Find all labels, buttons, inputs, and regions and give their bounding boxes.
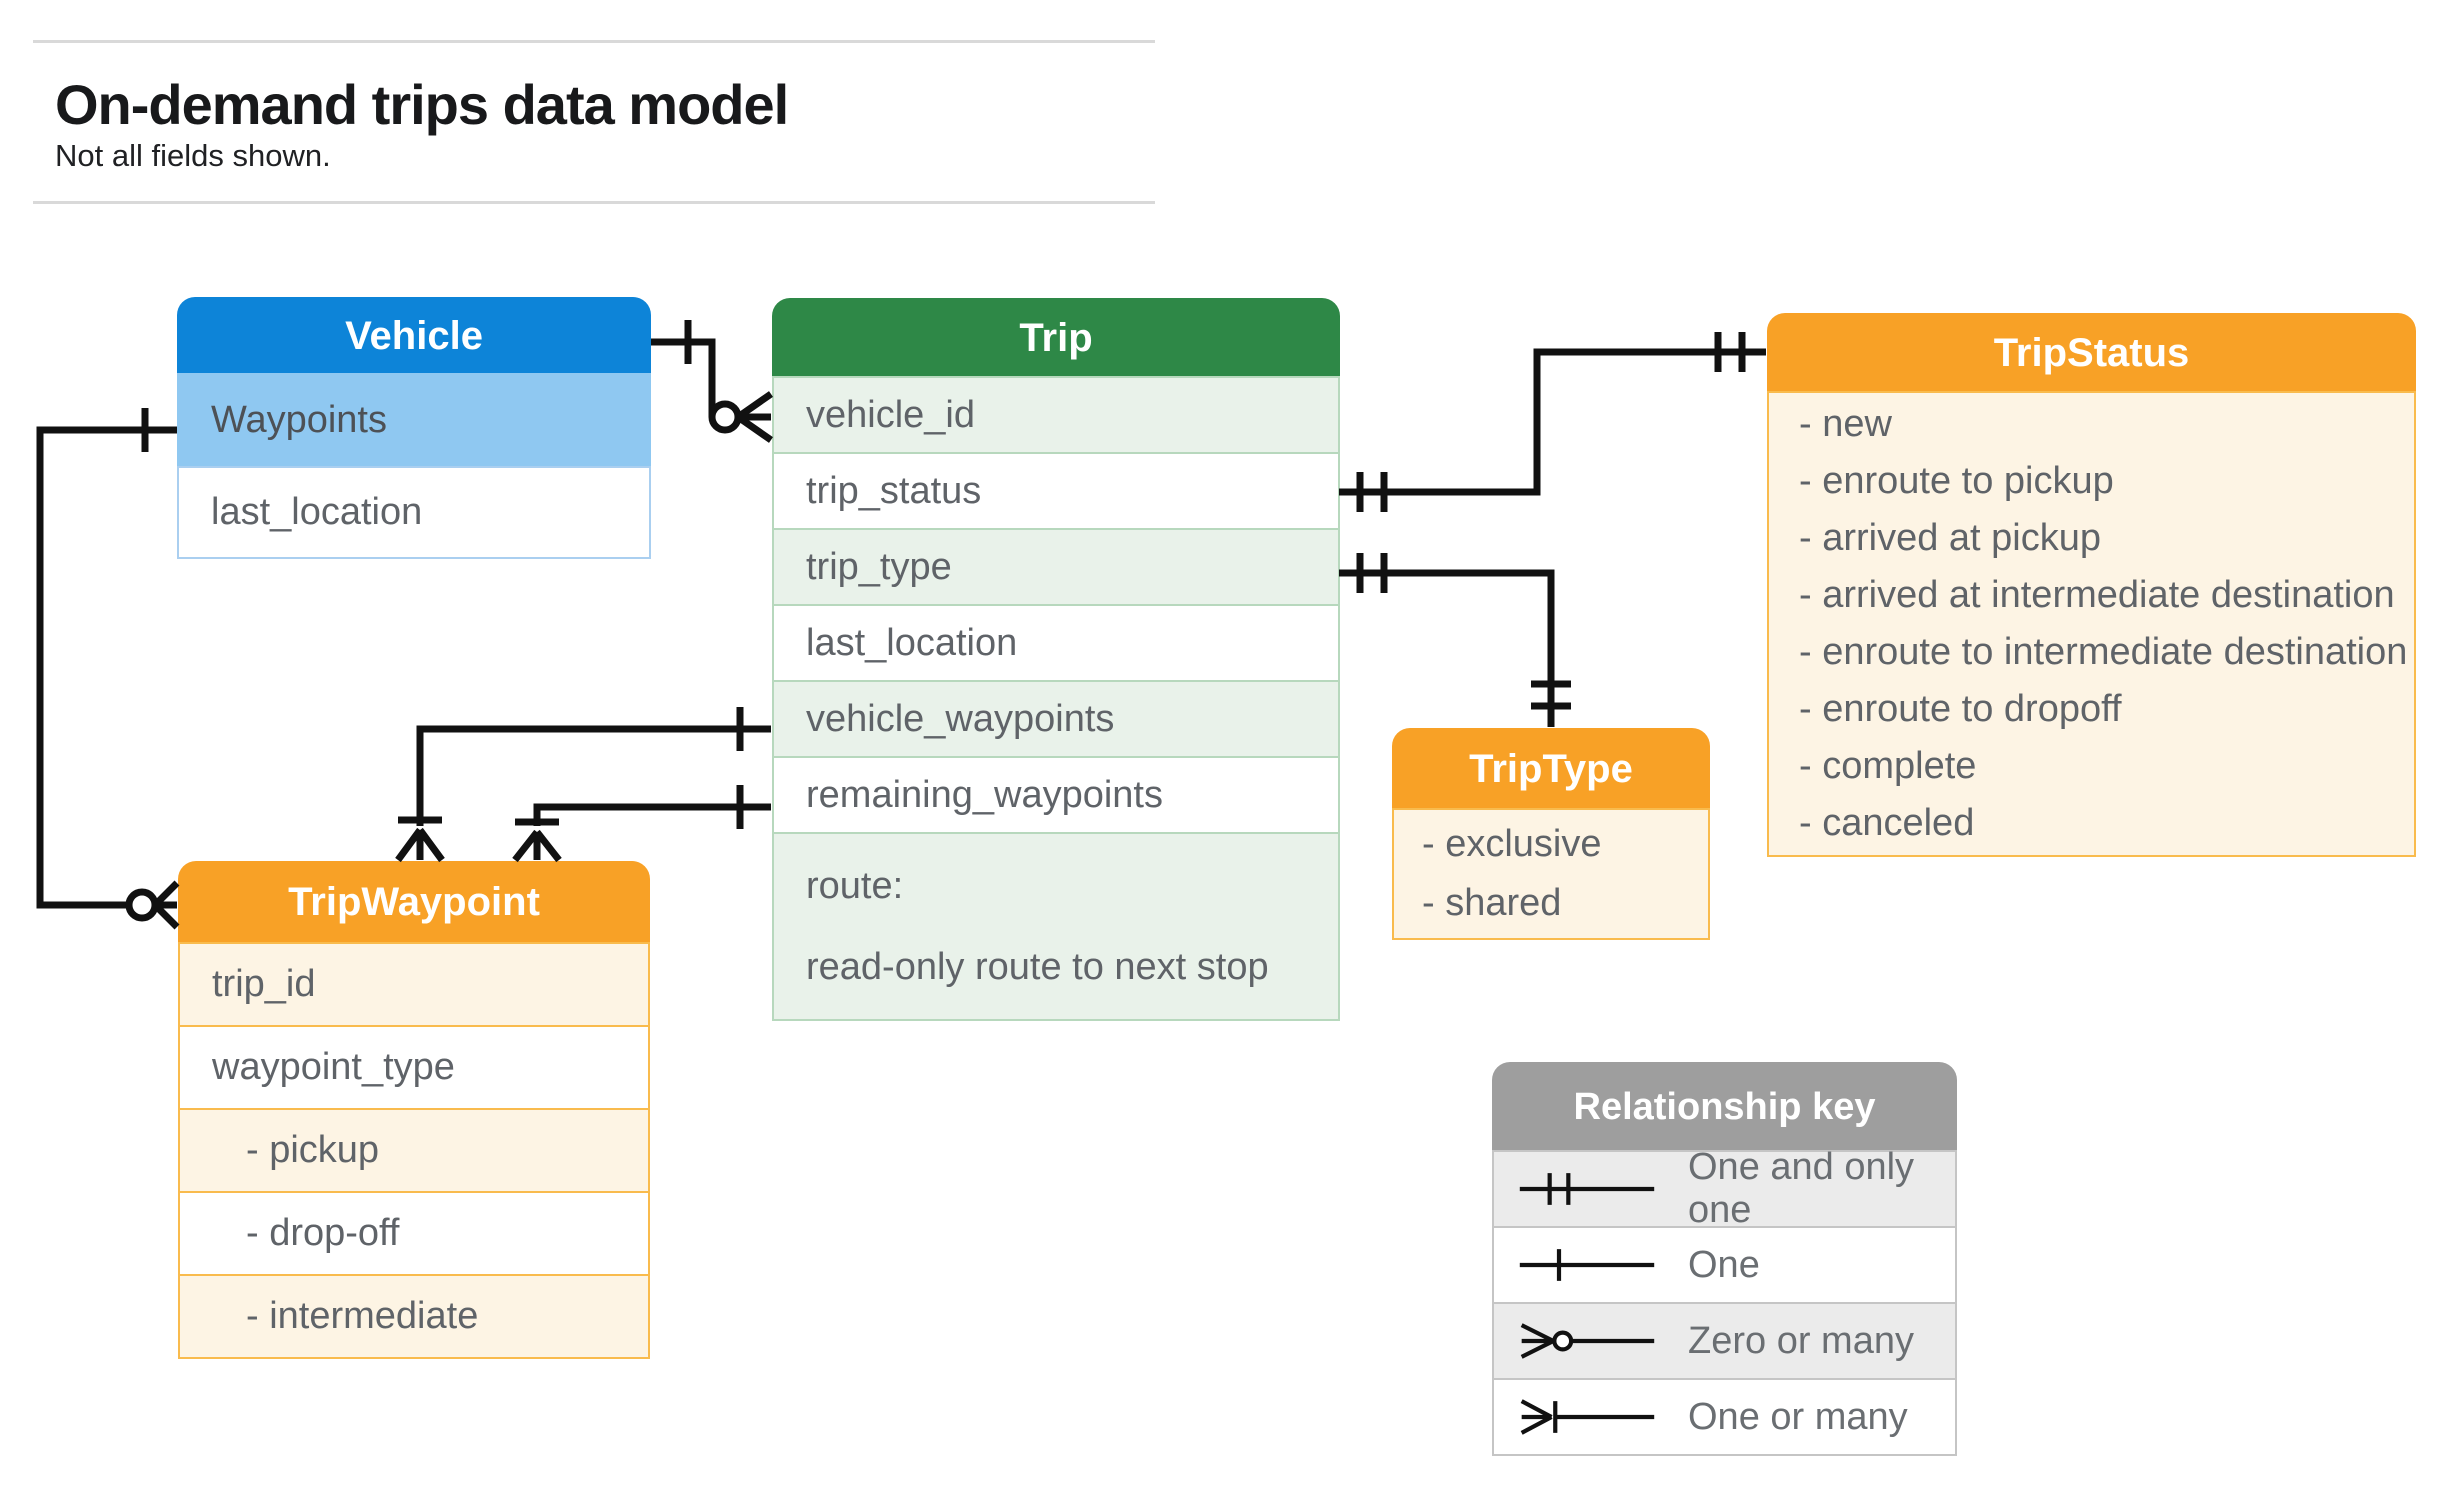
entity-trip: Trip vehicle_id trip_status trip_type la… (772, 298, 1340, 1021)
enum-value: - arrived at pickup (1799, 517, 2102, 559)
legend-label: One or many (1688, 1395, 1908, 1438)
entity-tripwaypoint: TripWaypoint trip_id waypoint_type - pic… (178, 861, 650, 1359)
enum-value: - shared (1422, 882, 1562, 924)
one-and-only-one-ticks (1714, 332, 1746, 372)
entity-tripstatus: TripStatus - new - enroute to pickup - a… (1767, 313, 2416, 857)
one-and-only-one-icon (1519, 1173, 1655, 1205)
field-row-vehicle-id: vehicle_id (772, 376, 1340, 454)
enum-value: - complete (1799, 745, 1977, 787)
zero-or-many-icon (1520, 1323, 1655, 1359)
page-title: On-demand trips data model (55, 73, 789, 136)
bottom-divider (33, 201, 1155, 204)
legend-row-one: One (1492, 1226, 1957, 1304)
crow-foot (735, 391, 774, 443)
page-subtitle: Not all fields shown. (55, 138, 331, 173)
enum-value: - canceled (1799, 802, 1975, 844)
legend-row-one-and-only-one: One and only one (1492, 1146, 1957, 1231)
legend-label: One (1688, 1243, 1760, 1286)
field-row-waypoint-type: waypoint_type (178, 1025, 650, 1110)
one-and-only-one-ticks (1356, 553, 1388, 593)
one-icon (1519, 1249, 1655, 1281)
connector-vehicle-to-trip (651, 320, 774, 443)
field-row-last-location: last_location (177, 466, 651, 559)
entity-triptype-title: TripType (1392, 728, 1710, 810)
legend-row-one-or-many: One or many (1492, 1378, 1957, 1456)
enum-value: - arrived at intermediate destination (1799, 574, 2395, 616)
legend-label: One and only one (1688, 1146, 1915, 1231)
one-and-only-one-ticks (1531, 680, 1571, 710)
triptype-values: - exclusive - shared (1392, 808, 1710, 940)
crow-foot (512, 829, 562, 863)
field-row-vehicle-waypoints: vehicle_waypoints (772, 680, 1340, 758)
tripstatus-values: - new - enroute to pickup - arrived at p… (1767, 391, 2416, 857)
entity-tripwaypoint-title: TripWaypoint (178, 861, 650, 944)
connector-remaining-waypoints-to-tripwaypoint (512, 785, 771, 863)
field-row-trip-status: trip_status (772, 452, 1340, 530)
route-description: read-only route to next stop (806, 945, 1269, 988)
field-row-route: route: read-only route to next stop (772, 832, 1340, 1021)
enum-value-intermediate: - intermediate (178, 1274, 650, 1359)
crow-foot (152, 880, 180, 930)
connector-trip-status-to-tripstatus (1339, 332, 1766, 512)
field-row-waypoints: Waypoints (177, 373, 651, 468)
enum-value-pickup: - pickup (178, 1108, 650, 1193)
entity-vehicle: Vehicle Waypoints last_location (177, 297, 651, 559)
connector-vehicle-waypoints-field-to-tripwaypoint (395, 707, 771, 863)
entity-trip-title: Trip (772, 298, 1340, 378)
relationship-key: Relationship key One and only one One Ze… (1492, 1062, 1957, 1456)
entity-triptype: TripType - exclusive - shared (1392, 728, 1710, 940)
field-row-remaining-waypoints: remaining_waypoints (772, 756, 1340, 834)
enum-value-drop-off: - drop-off (178, 1191, 650, 1276)
field-row-last-location: last_location (772, 604, 1340, 682)
zero-circle (125, 888, 159, 922)
entity-tripstatus-title: TripStatus (1767, 313, 2416, 393)
field-row-trip-id: trip_id (178, 942, 650, 1027)
connector-vehicle-waypoints-to-tripwaypoint (36, 408, 180, 930)
enum-value: - new (1799, 403, 1892, 445)
legend-label: Zero or many (1688, 1319, 1914, 1362)
field-row-trip-type: trip_type (772, 528, 1340, 606)
legend-row-zero-or-many: Zero or many (1492, 1302, 1957, 1380)
enum-value: - exclusive (1422, 823, 1602, 865)
route-label: route: (806, 864, 904, 907)
enum-value: - enroute to dropoff (1799, 688, 2122, 730)
one-and-only-one-ticks (1356, 472, 1388, 512)
entity-vehicle-title: Vehicle (177, 297, 651, 375)
enum-value: - enroute to intermediate destination (1799, 631, 2408, 673)
connector-trip-type-to-triptype (1339, 553, 1571, 727)
enum-value: - enroute to pickup (1799, 460, 2114, 502)
zero-circle (708, 400, 742, 434)
crow-foot (395, 827, 445, 863)
one-or-many-icon (1520, 1399, 1655, 1435)
relationship-key-title: Relationship key (1492, 1062, 1957, 1152)
top-divider (33, 40, 1155, 43)
